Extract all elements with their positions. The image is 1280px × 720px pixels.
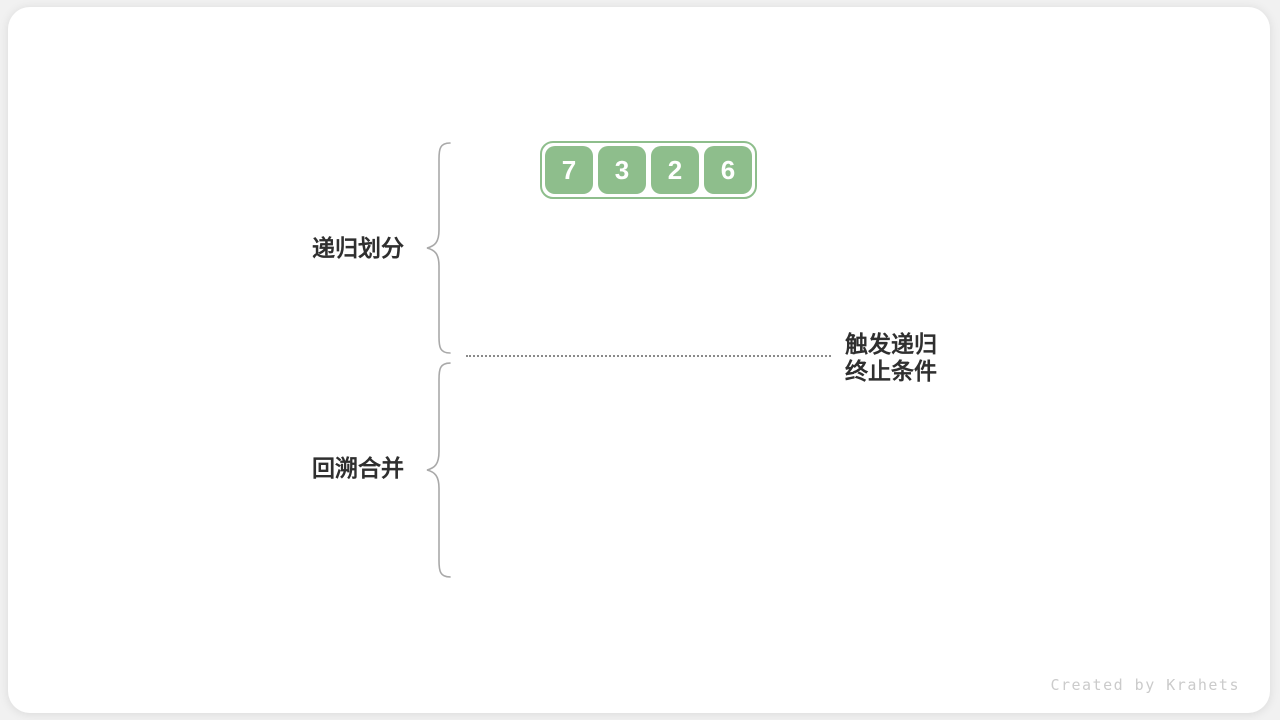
array-container: 7 3 2 6: [540, 141, 757, 199]
curly-brace-icon: [426, 362, 451, 578]
array-cell: 3: [598, 146, 646, 194]
label-recursive-partition: 递归划分: [312, 235, 404, 261]
termination-line-2: 终止条件: [845, 358, 937, 384]
array-cell: 7: [545, 146, 593, 194]
termination-line-1: 触发递归: [845, 331, 937, 357]
termination-divider-line: [466, 355, 831, 357]
array-cell: 6: [704, 146, 752, 194]
array-cell: 2: [651, 146, 699, 194]
brace-backtrack-merge: [424, 362, 452, 578]
brace-recursive-partition: [424, 142, 452, 354]
curly-brace-icon: [426, 142, 451, 354]
watermark: Created by Krahets: [1050, 676, 1240, 694]
label-backtrack-merge: 回溯合并: [312, 455, 404, 481]
diagram-card: [8, 7, 1270, 713]
label-termination-condition: 触发递归 终止条件: [845, 331, 937, 385]
